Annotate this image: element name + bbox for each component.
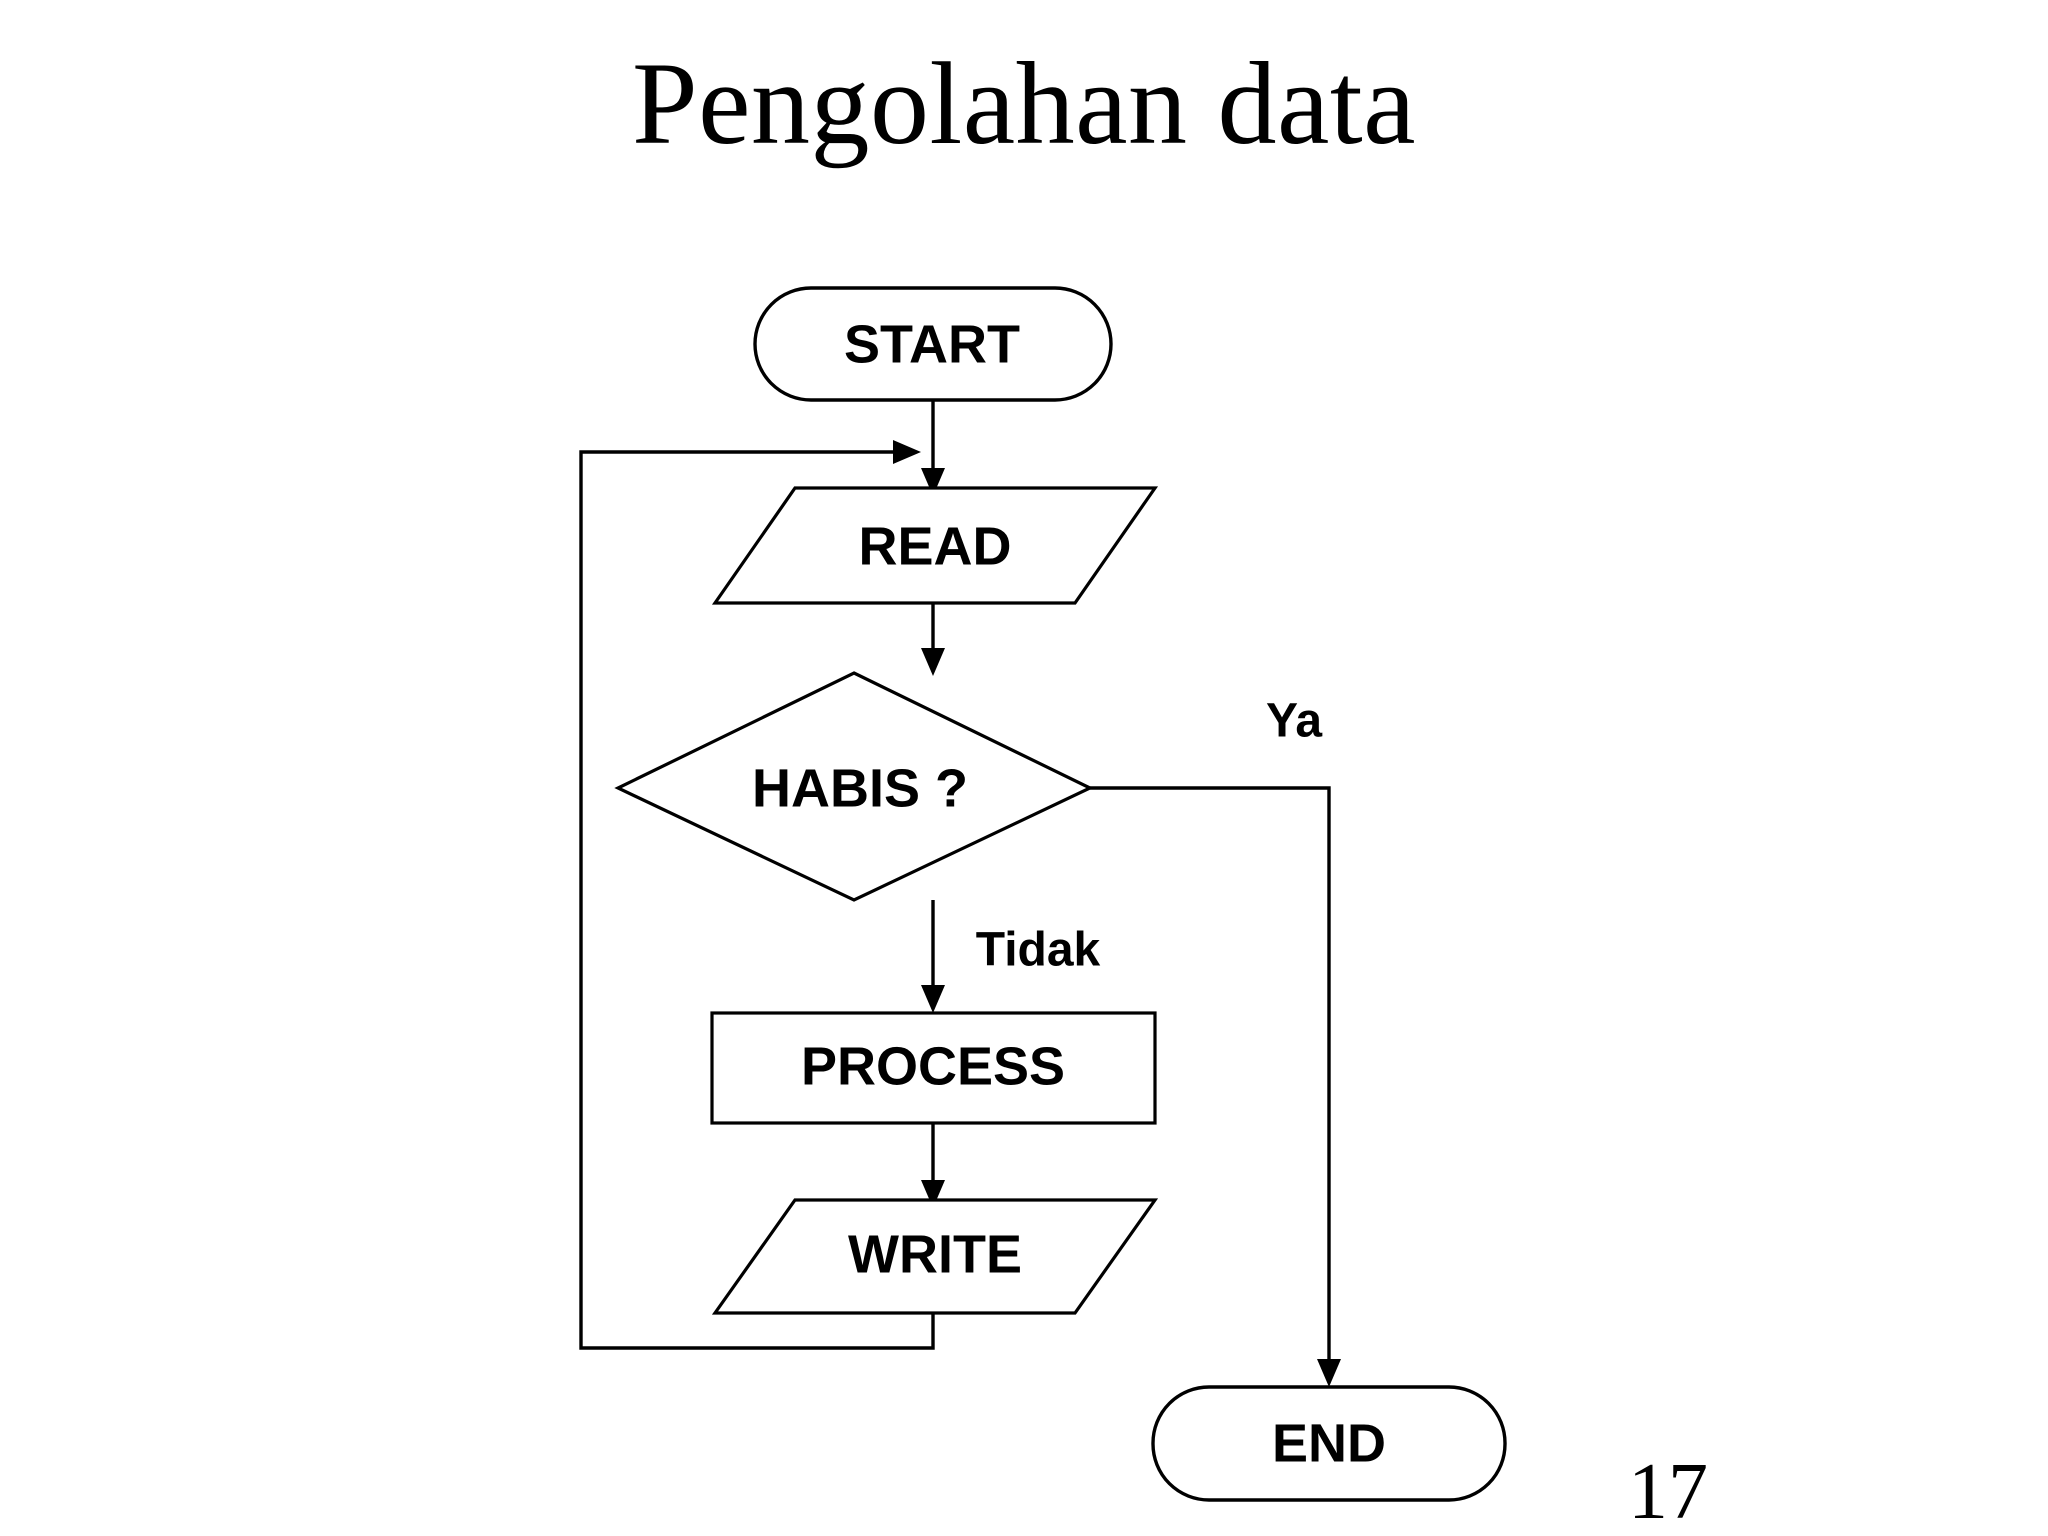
terminal-shape [753, 286, 1113, 402]
parallelogram-shape [711, 486, 1159, 605]
node-label-read: READ [858, 516, 1011, 576]
edge-label-tidak: Tidak [976, 924, 1101, 977]
page-title: Pengolahan data [631, 38, 1417, 169]
arrow-head-icon [921, 648, 945, 676]
node-label-start: START [844, 314, 1020, 374]
edge-habis-to-process [921, 900, 945, 1013]
node-label-habis: HABIS ? [752, 758, 968, 818]
edge-label-ya: Ya [1266, 695, 1322, 748]
terminal-shape [1151, 1385, 1507, 1502]
node-start[interactable]: START [753, 286, 1113, 402]
page-number: 17 [1628, 1448, 1708, 1536]
edge-process-to-write [921, 1123, 945, 1208]
node-label-process: PROCESS [801, 1036, 1065, 1096]
node-habis[interactable]: HABIS ? [614, 671, 1094, 902]
arrow-head-icon [921, 1180, 945, 1208]
edge-start-to-read [921, 400, 945, 496]
edge-read-to-habis [921, 603, 945, 676]
node-process[interactable]: PROCESS [710, 1011, 1157, 1125]
node-read[interactable]: READ [711, 486, 1159, 605]
node-label-end: END [1272, 1413, 1386, 1473]
node-end[interactable]: END [1151, 1385, 1507, 1502]
arrow-head-icon [893, 440, 921, 464]
node-write[interactable]: WRITE [711, 1198, 1159, 1315]
decision-shape [614, 671, 1094, 902]
edge-write-loopback-to-read [579, 440, 935, 1350]
arrow-head-icon [921, 985, 945, 1013]
edge-habis-to-end [1090, 786, 1341, 1387]
parallelogram-shape [711, 1198, 1159, 1315]
arrow-head-icon [1317, 1359, 1341, 1387]
node-label-write: WRITE [848, 1224, 1022, 1284]
arrow-head-icon [921, 468, 945, 496]
process-shape [710, 1011, 1157, 1125]
